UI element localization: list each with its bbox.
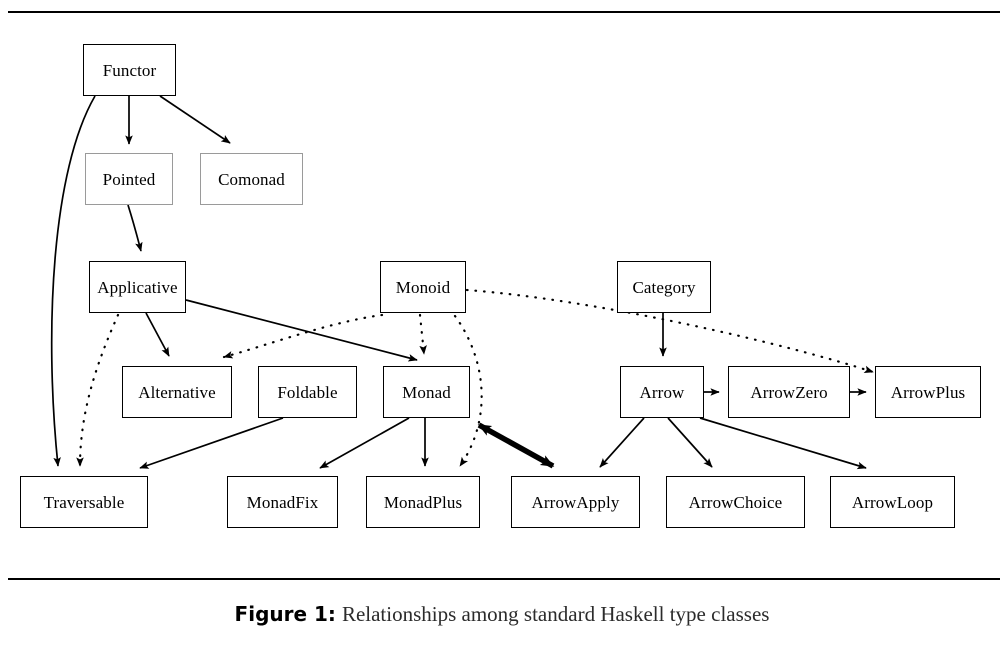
node-monad[interactable]: Monad xyxy=(383,366,470,418)
node-alternative[interactable]: Alternative xyxy=(122,366,232,418)
node-label: Monoid xyxy=(395,277,451,297)
node-monadplus[interactable]: MonadPlus xyxy=(366,476,480,528)
node-label: ArrowChoice xyxy=(688,492,783,512)
node-label: Applicative xyxy=(97,277,178,297)
node-foldable[interactable]: Foldable xyxy=(258,366,357,418)
edge-pointed-applicative xyxy=(127,204,143,252)
node-label: Functor xyxy=(102,60,157,80)
edge-arrow-arrowapply xyxy=(599,417,645,468)
node-label: MonadPlus xyxy=(383,492,463,512)
node-functor[interactable]: Functor xyxy=(83,44,176,96)
edge-monoid-alternative-dotted xyxy=(222,313,384,359)
edge-functor-comonad xyxy=(159,95,231,144)
edge-monad-monadfix xyxy=(319,417,410,469)
node-label: Comonad xyxy=(218,169,285,189)
node-label: Foldable xyxy=(277,382,338,402)
node-applicative[interactable]: Applicative xyxy=(89,261,186,313)
figure-caption-text: Relationships among standard Haskell typ… xyxy=(341,602,770,626)
node-label: ArrowLoop xyxy=(851,492,934,512)
node-arrowzero[interactable]: ArrowZero xyxy=(728,366,850,418)
node-traversable[interactable]: Traversable xyxy=(20,476,148,528)
edge-arrow-arrowloop xyxy=(699,417,867,470)
edge-applicative-alternative xyxy=(145,312,170,357)
edge-monad-arrowapply-thick xyxy=(477,422,555,469)
node-arrowplus[interactable]: ArrowPlus xyxy=(875,366,981,418)
node-label: ArrowZero xyxy=(750,382,828,402)
node-label: Traversable xyxy=(43,492,125,512)
node-arrowloop[interactable]: ArrowLoop xyxy=(830,476,955,528)
node-label: Arrow xyxy=(639,382,685,402)
edge-monoid-monad-dotted xyxy=(418,313,427,356)
node-category[interactable]: Category xyxy=(617,261,711,313)
node-pointed[interactable]: Pointed xyxy=(85,153,173,205)
edge-arrow-arrowchoice xyxy=(667,417,713,468)
node-label: Category xyxy=(632,277,696,297)
node-label: ArrowApply xyxy=(531,492,620,512)
node-arrowchoice[interactable]: ArrowChoice xyxy=(666,476,805,528)
node-monoid[interactable]: Monoid xyxy=(380,261,466,313)
edge-foldable-traversable xyxy=(139,417,284,469)
node-monadfix[interactable]: MonadFix xyxy=(227,476,338,528)
node-label: ArrowPlus xyxy=(890,382,966,402)
node-arrow[interactable]: Arrow xyxy=(620,366,704,418)
edge-applicative-traversable-dotted xyxy=(76,313,120,468)
bottom-horizontal-rule xyxy=(8,578,1000,580)
node-label: Pointed xyxy=(102,169,156,189)
top-horizontal-rule xyxy=(8,11,1000,13)
node-label: Alternative xyxy=(138,382,216,402)
figure-caption: Figure 1:Relationships among standard Ha… xyxy=(0,602,1004,627)
figure-caption-label: Figure 1: xyxy=(234,602,336,626)
node-label: MonadFix xyxy=(246,492,319,512)
node-label: Monad xyxy=(402,382,451,402)
node-comonad[interactable]: Comonad xyxy=(200,153,303,205)
node-arrowapply[interactable]: ArrowApply xyxy=(511,476,640,528)
